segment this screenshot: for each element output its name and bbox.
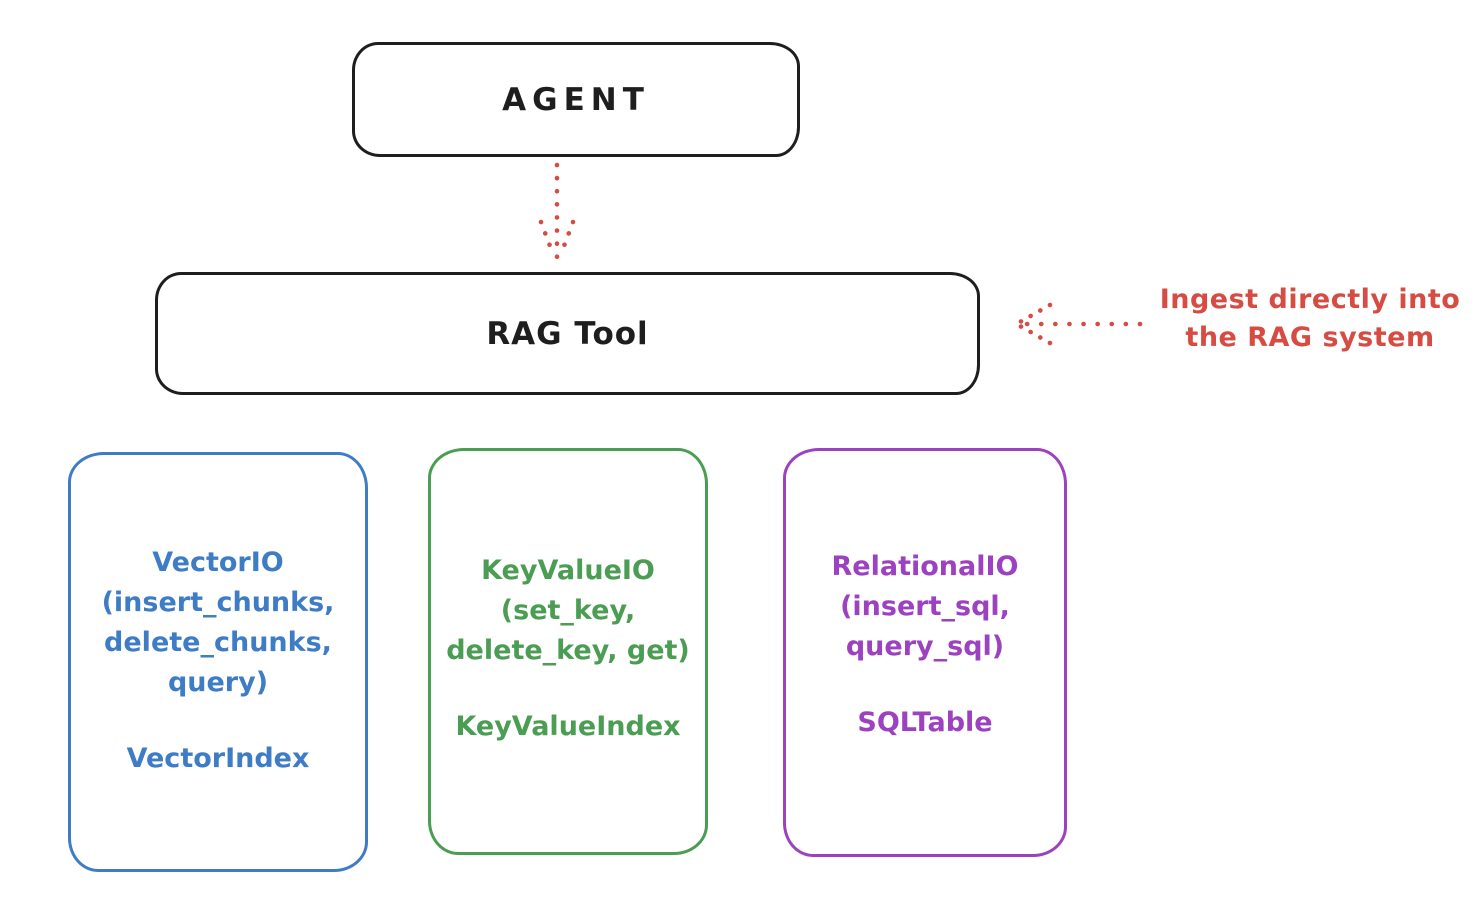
- keyvalueio-box: KeyValueIO (set_key, delete_key, get) Ke…: [428, 448, 708, 855]
- relationalio-line: (insert_sql,: [840, 591, 1010, 622]
- keyvalueio-line: (set_key,: [500, 595, 636, 626]
- vectorio-line: delete_chunks,: [104, 627, 332, 658]
- keyvalue-index-label: KeyValueIndex: [455, 711, 681, 742]
- vectorio-box: VectorIO (insert_chunks, delete_chunks, …: [68, 452, 368, 872]
- ingest-annotation-line2: the RAG system: [1185, 322, 1435, 353]
- ingest-annotation-line1: Ingest directly into: [1159, 284, 1461, 315]
- ingest-annotation: Ingest directly into the RAG system: [1140, 281, 1480, 357]
- sql-table-label: SQLTable: [857, 707, 993, 738]
- keyvalueio-line: KeyValueIO: [481, 555, 655, 586]
- relationalio-line: RelationalIO: [831, 551, 1019, 582]
- vector-index-label: VectorIndex: [126, 743, 310, 774]
- rag-tool-box: RAG Tool: [155, 272, 980, 395]
- rag-tool-label: RAG Tool: [486, 315, 649, 352]
- vectorio-line: VectorIO: [152, 547, 284, 578]
- dotted-down-arrow-icon: [538, 162, 576, 265]
- relationalio-line: query_sql): [845, 631, 1005, 662]
- keyvalueio-line: delete_key, get): [446, 635, 690, 666]
- vectorio-line: query): [167, 667, 269, 698]
- vectorio-line: (insert_chunks,: [101, 587, 335, 618]
- dotted-left-arrow-icon: [1017, 302, 1143, 346]
- keyvalueio-signature: KeyValueIO (set_key, delete_key, get): [431, 551, 705, 671]
- relationalio-signature: RelationalIO (insert_sql, query_sql): [786, 547, 1064, 667]
- agent-label: AGENT: [502, 81, 650, 118]
- relationalio-box: RelationalIO (insert_sql, query_sql) SQL…: [783, 448, 1067, 857]
- vectorio-signature: VectorIO (insert_chunks, delete_chunks, …: [71, 543, 365, 703]
- agent-box: AGENT: [352, 42, 800, 157]
